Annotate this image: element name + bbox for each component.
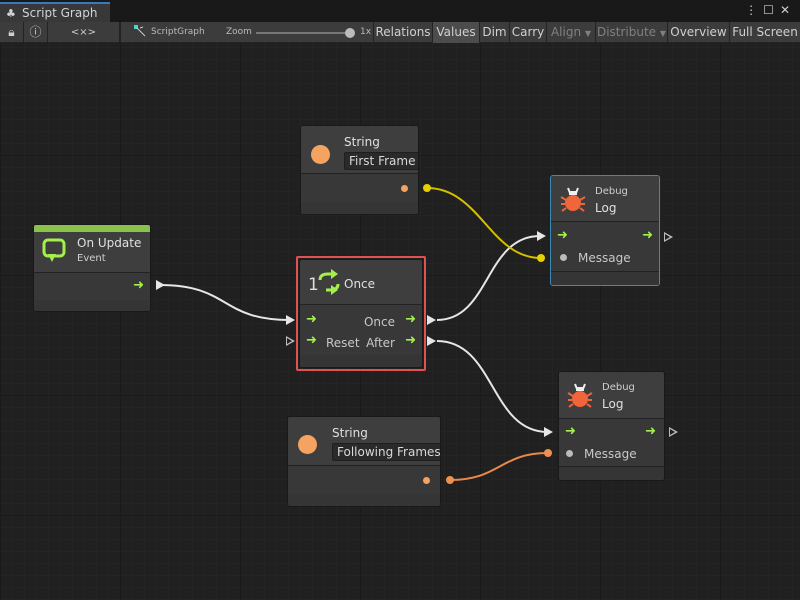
flow-input-port[interactable] bbox=[286, 315, 295, 325]
flow-out-icon[interactable]: ➜ bbox=[405, 314, 416, 326]
string-node-following-frames[interactable]: String Following Frames bbox=[287, 416, 441, 507]
string-node-first-frame[interactable]: String First Frame bbox=[300, 125, 419, 215]
flow-out-icon[interactable]: ➜ bbox=[645, 426, 656, 438]
bug-icon bbox=[567, 382, 593, 414]
reset-input-port[interactable] bbox=[286, 336, 295, 346]
value-output-port[interactable] bbox=[423, 477, 430, 484]
loop-arrow-icon bbox=[42, 238, 66, 268]
flow-output-port[interactable] bbox=[664, 232, 673, 242]
once-node[interactable]: 1 Once ➜ Once ➜ ➜ Reset After ➜ bbox=[299, 259, 423, 368]
flow-out-icon[interactable]: ➜ bbox=[642, 230, 653, 242]
debug-log-node[interactable]: Debug Log ➜ ➜ Message bbox=[550, 175, 660, 286]
flow-out-icon[interactable]: ➜ bbox=[405, 335, 416, 347]
string-icon bbox=[298, 435, 317, 454]
after-output-port[interactable] bbox=[427, 336, 436, 346]
message-port[interactable] bbox=[566, 450, 573, 457]
value-output-port[interactable] bbox=[401, 185, 408, 192]
string-icon bbox=[311, 145, 330, 164]
flow-in-icon[interactable]: ➜ bbox=[565, 426, 576, 438]
port-dot bbox=[446, 476, 454, 484]
port-dot bbox=[544, 449, 552, 457]
flow-in-icon[interactable]: ➜ bbox=[306, 335, 317, 347]
on-update-node[interactable]: On Update Event ➜ bbox=[33, 224, 151, 312]
flow-in-icon[interactable]: ➜ bbox=[306, 314, 317, 326]
message-port[interactable] bbox=[560, 254, 567, 261]
port-dot bbox=[423, 184, 431, 192]
value-wire bbox=[427, 188, 541, 258]
flow-out-icon[interactable]: ➜ bbox=[133, 280, 144, 292]
flow-input-port[interactable] bbox=[544, 427, 553, 437]
debug-log-node[interactable]: Debug Log ➜ ➜ Message bbox=[558, 371, 665, 481]
refresh-icon bbox=[318, 268, 340, 302]
flow-input-port[interactable] bbox=[537, 231, 546, 241]
value-wire bbox=[450, 453, 548, 480]
flow-wire bbox=[437, 341, 548, 432]
once-output-port[interactable] bbox=[427, 315, 436, 325]
flow-in-icon[interactable]: ➜ bbox=[557, 230, 568, 242]
port-dot bbox=[537, 254, 545, 262]
flow-output-port[interactable] bbox=[156, 280, 165, 290]
string-value-field[interactable]: First Frame bbox=[344, 152, 419, 170]
flow-wire bbox=[160, 285, 290, 320]
flow-wire bbox=[437, 236, 540, 320]
bug-icon bbox=[560, 186, 586, 218]
flow-output-port[interactable] bbox=[669, 427, 678, 437]
string-value-field[interactable]: Following Frames bbox=[332, 443, 441, 461]
